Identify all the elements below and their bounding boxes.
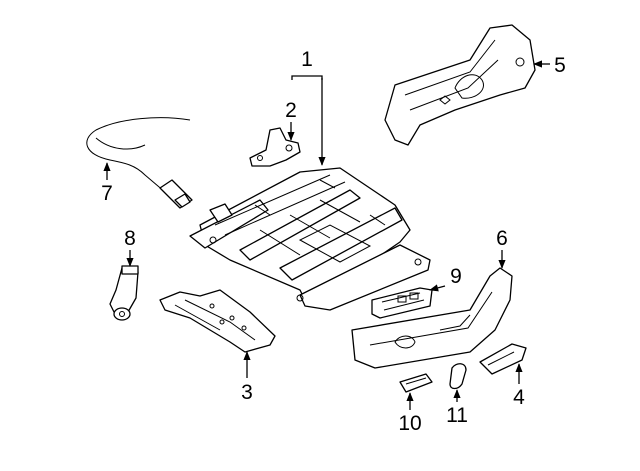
callout-10: 10 (398, 412, 421, 435)
callout-7: 7 (101, 182, 113, 205)
seat-track-frame-part (189, 167, 431, 311)
callout-9: 9 (450, 265, 462, 288)
side-shield-part (351, 267, 513, 369)
callout-11: 11 (446, 404, 468, 427)
cable-harness-part (86, 117, 193, 209)
bracket-part (249, 127, 301, 167)
adjuster-handle-part (479, 343, 527, 375)
support-plate-part (159, 289, 276, 353)
seat-sensor-part (109, 265, 139, 321)
callout-5: 5 (554, 54, 566, 77)
callout-2: 2 (285, 99, 297, 122)
leader-lines (103, 60, 550, 410)
callout-6: 6 (496, 227, 508, 250)
knob-part (399, 373, 433, 393)
callout-1: 1 (301, 48, 313, 71)
seat-switch-part (371, 287, 433, 319)
callout-8: 8 (124, 227, 136, 250)
callout-3: 3 (241, 381, 253, 404)
cap-part (449, 363, 467, 390)
callout-4: 4 (513, 386, 525, 409)
outer-shield-part (384, 24, 536, 146)
